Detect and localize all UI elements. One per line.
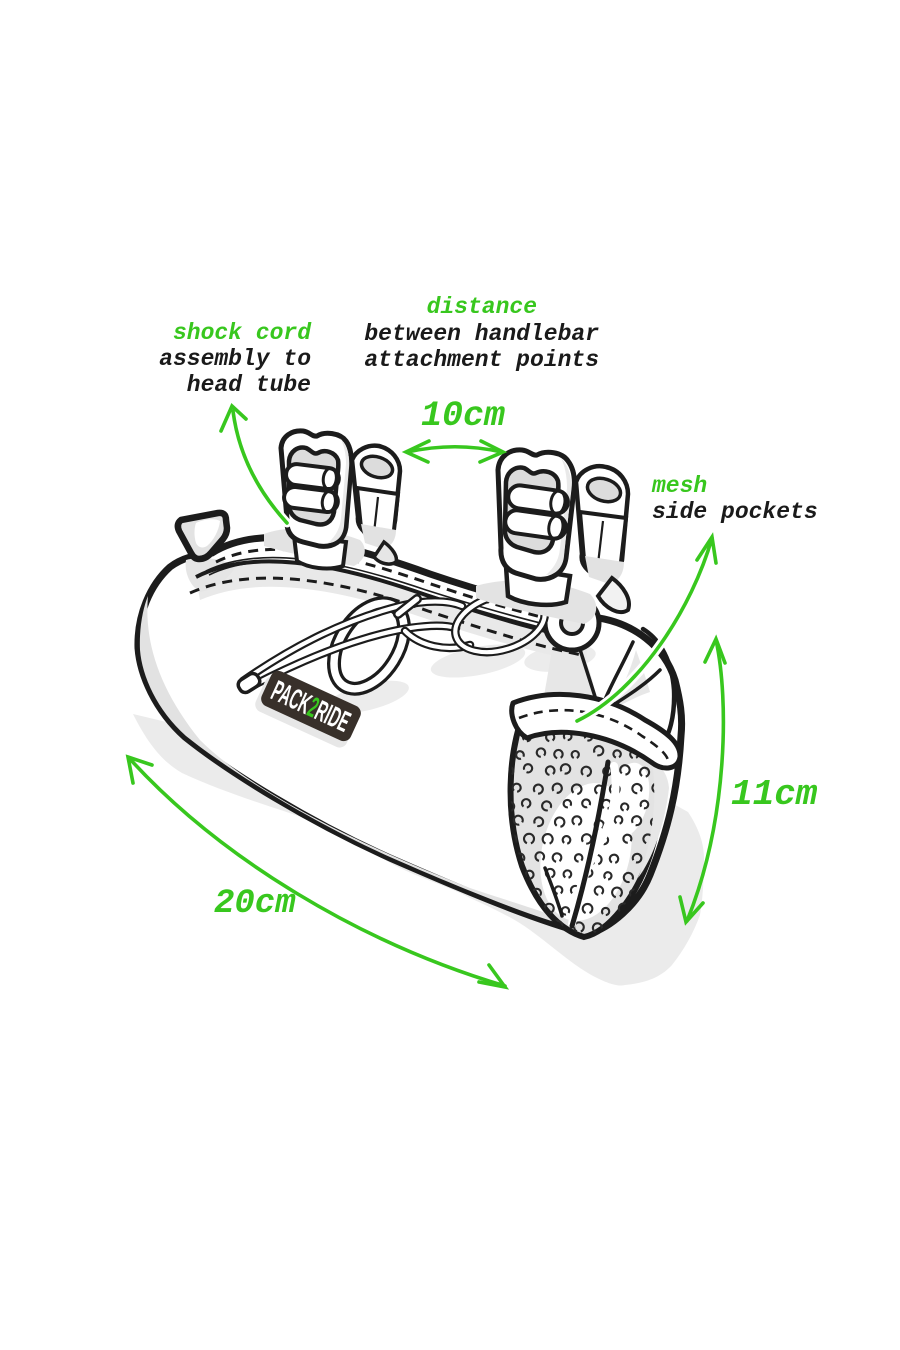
svg-text:distance: distance [427, 294, 537, 320]
svg-text:mesh: mesh [651, 473, 707, 499]
svg-text:attachment points: attachment points [364, 347, 599, 373]
svg-text:shock cord: shock cord [173, 320, 312, 346]
svg-text:head tube: head tube [187, 372, 311, 398]
svg-text:20cm: 20cm [214, 885, 296, 923]
svg-text:between handlebar: between handlebar [364, 321, 599, 347]
svg-text:10cm: 10cm [421, 396, 505, 436]
svg-text:assembly to: assembly to [159, 346, 311, 372]
svg-text:11cm: 11cm [731, 774, 818, 815]
svg-text:side pockets: side pockets [652, 499, 818, 525]
